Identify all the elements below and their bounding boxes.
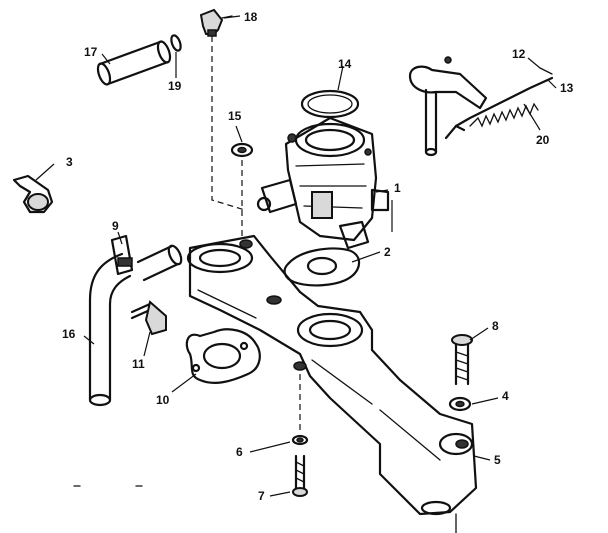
callout-5: 5	[494, 453, 501, 467]
callout-17: 17	[84, 45, 98, 59]
washer-4[interactable]	[448, 396, 472, 412]
intake-manifold[interactable]	[186, 234, 478, 533]
callout-19: 19	[168, 79, 182, 93]
callout-13: 13	[560, 81, 574, 95]
carburetor[interactable]	[256, 116, 390, 250]
leader-lines	[35, 15, 557, 497]
washer-15[interactable]	[230, 142, 254, 158]
washer-6[interactable]	[291, 434, 309, 446]
callout-10: 10	[156, 393, 170, 407]
callout-15: 15	[228, 109, 242, 123]
callout-20: 20	[536, 133, 550, 147]
manifold-gasket[interactable]	[185, 328, 261, 384]
hose-clamp[interactable]	[170, 34, 183, 52]
fuel-hose[interactable]	[96, 40, 173, 86]
small-bolt[interactable]	[130, 300, 167, 336]
throttle-spring[interactable]	[444, 76, 554, 140]
tube-connector[interactable]	[136, 244, 184, 282]
bracket[interactable]	[12, 174, 54, 214]
bolt-7[interactable]	[292, 454, 308, 497]
callout-18: 18	[244, 10, 258, 24]
tube-clamp[interactable]	[110, 234, 134, 276]
breather-tube[interactable]	[88, 252, 132, 407]
callout-9: 9	[112, 219, 119, 233]
callout-2: 2	[384, 245, 391, 259]
carburetor-gasket[interactable]	[283, 247, 361, 287]
stud-bolt-8[interactable]	[451, 334, 473, 386]
elbow-fitting[interactable]	[199, 8, 233, 37]
callout-3: 3	[66, 155, 73, 169]
callout-1: 1	[394, 181, 401, 195]
callout-labels: 17 19 18 14 15 3 1 2 9 16 11 10 8 4 5 6 …	[62, 10, 574, 503]
callout-11: 11	[132, 357, 145, 371]
callout-6: 6	[236, 445, 243, 459]
gasket-ring[interactable]	[300, 89, 360, 119]
callout-12: 12	[512, 47, 526, 61]
callout-7: 7	[258, 489, 265, 503]
callout-4: 4	[502, 389, 509, 403]
fuel-line-path	[211, 36, 246, 211]
callout-8: 8	[492, 319, 499, 333]
callout-16: 16	[62, 327, 76, 341]
callout-14: 14	[338, 57, 352, 71]
throttle-lever[interactable]	[408, 56, 553, 157]
